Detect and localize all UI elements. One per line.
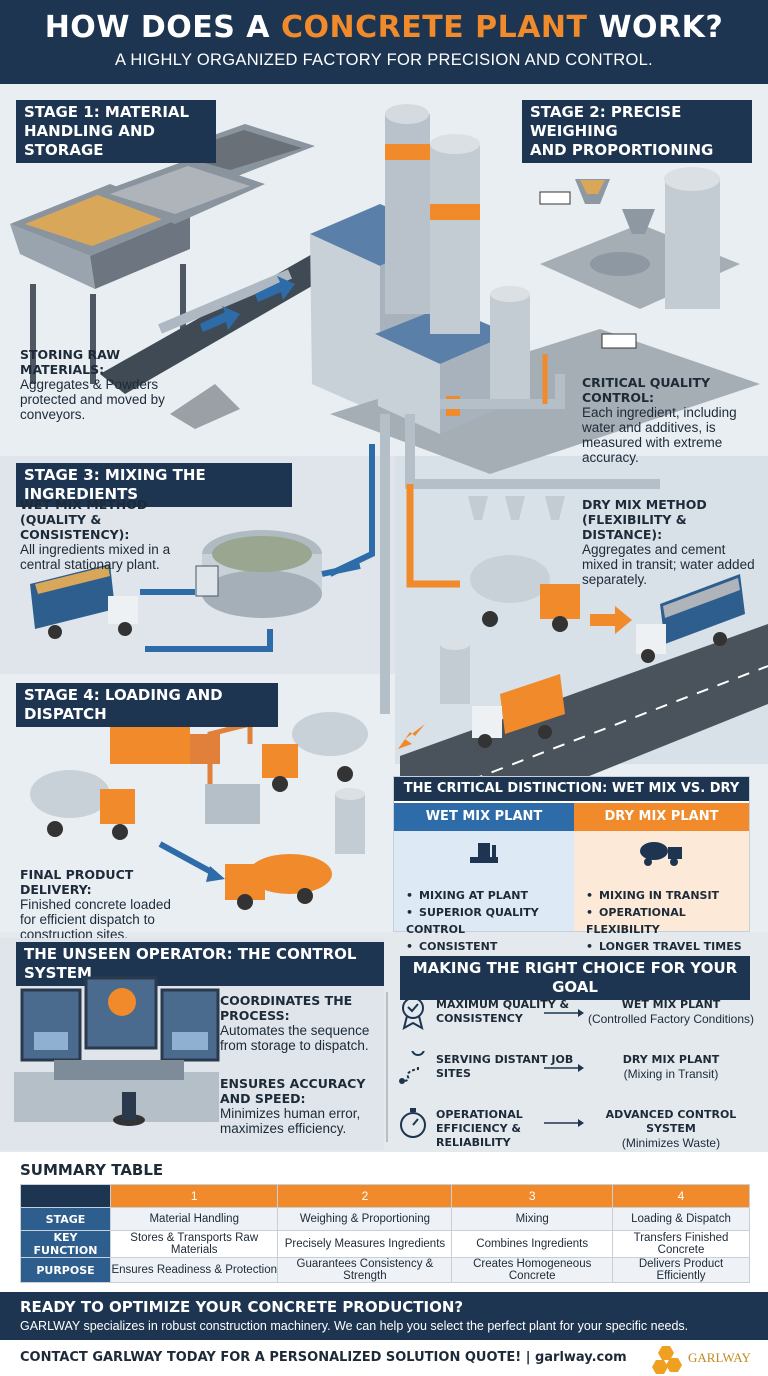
table-row: KEY FUNCTION Stores & Transports Raw Mat… bbox=[20, 1230, 750, 1258]
column-header: 2 bbox=[277, 1184, 453, 1208]
choice-row-efficiency: OPERATIONAL EFFICIENCY & RELIABILITY ADV… bbox=[398, 1106, 758, 1150]
mixer-truck-icon bbox=[640, 842, 682, 866]
dry-mix-header: DRY MIX PLANT bbox=[574, 803, 749, 831]
choice-goal: SERVING DISTANT JOB SITES bbox=[436, 1053, 574, 1080]
wet-mixer bbox=[195, 530, 322, 618]
header: HOW DOES A CONCRETE PLANT WORK? A HIGHLY… bbox=[0, 0, 768, 84]
control-room-illustration bbox=[14, 976, 220, 1126]
dump-truck-orange bbox=[472, 674, 565, 748]
award-icon bbox=[402, 997, 424, 1030]
dry-mix-hoppers bbox=[468, 496, 565, 520]
loading-trucks bbox=[30, 712, 368, 910]
arrow-icon bbox=[544, 1064, 584, 1072]
choice-row-distant: SERVING DISTANT JOB SITES DRY MIX PLANT(… bbox=[398, 1051, 758, 1095]
delivery-description: FINAL PRODUCT DELIVERY:Finished concrete… bbox=[20, 867, 171, 942]
stopwatch-icon bbox=[400, 1108, 426, 1138]
wet-vs-dry-comparison: THE CRITICAL DISTINCTION: WET MIX VS. DR… bbox=[393, 776, 750, 970]
column-header: 3 bbox=[451, 1184, 614, 1208]
gravel-pile bbox=[170, 384, 240, 429]
wet-point-1: MIXING AT PLANT bbox=[406, 887, 574, 904]
storing-description: STORING RAW MATERIALS:Aggregates & Powde… bbox=[20, 347, 165, 422]
arrow-icon bbox=[544, 1119, 584, 1127]
dry-mix-column: MIXING IN TRANSIT OPERATIONAL FLEXIBILIT… bbox=[574, 831, 749, 953]
column-header: 4 bbox=[612, 1184, 750, 1208]
choice-result: ADVANCED CONTROL SYSTEM(Minimizes Waste) bbox=[605, 1108, 737, 1150]
choice-goal: MAXIMUM QUALITY & CONSISTENCY bbox=[436, 998, 570, 1025]
arrow-icon bbox=[544, 1009, 584, 1017]
choice-result: DRY MIX PLANT(Mixing in Transit) bbox=[622, 1053, 720, 1081]
logo-hexagons-icon: GARLWAY bbox=[652, 1346, 751, 1374]
contact-bar bbox=[0, 1340, 768, 1376]
dry-point-3: LONGER TRAVEL TIMES bbox=[586, 938, 749, 955]
choice-row-quality: MAXIMUM QUALITY & CONSISTENCY WET MIX PL… bbox=[398, 996, 758, 1040]
table-row: PURPOSE Ensures Readiness & Protection G… bbox=[20, 1257, 750, 1283]
stage-3-label: STAGE 3: MIXING THE INGREDIENTS bbox=[16, 463, 292, 507]
mixer-plant-icon bbox=[470, 843, 498, 863]
road bbox=[400, 624, 768, 824]
page-subtitle: A HIGHLY ORGANIZED FACTORY FOR PRECISION… bbox=[115, 51, 653, 69]
dump-truck-road bbox=[636, 574, 745, 663]
quality-control-description: CRITICAL QUALITY CONTROL:Each ingredient… bbox=[582, 375, 737, 465]
control-system-title: THE UNSEEN OPERATOR: THE CONTROL SYSTEM bbox=[16, 942, 384, 986]
cta-banner: READY TO OPTIMIZE YOUR CONCRETE PRODUCTI… bbox=[0, 1292, 768, 1340]
divider bbox=[386, 992, 388, 1142]
dry-mix-description: DRY MIX METHOD (FLEXIBILITY & DISTANCE):… bbox=[582, 497, 755, 587]
dry-point-2: OPERATIONAL FLEXIBILITY bbox=[586, 904, 749, 938]
choice-result: WET MIX PLANT(Controlled Factory Conditi… bbox=[587, 998, 755, 1026]
summary-title: SUMMARY TABLE bbox=[20, 1161, 164, 1179]
comparison-title: THE CRITICAL DISTINCTION: WET MIX VS. DR… bbox=[394, 777, 749, 820]
cta-text: GARLWAY specializes in robust constructi… bbox=[20, 1319, 689, 1333]
choice-goal: OPERATIONAL EFFICIENCY & RELIABILITY bbox=[436, 1108, 523, 1149]
route-icon bbox=[399, 1051, 425, 1084]
contact-link[interactable]: CONTACT GARLWAY TODAY FOR A PERSONALIZED… bbox=[20, 1350, 627, 1365]
wet-mix-description: WET MIX METHOD (QUALITY & CONSISTENCY):A… bbox=[20, 497, 171, 572]
dump-truck-blue bbox=[30, 564, 138, 639]
summary-table: 1 2 3 4 STAGE Material Handling Weighing… bbox=[20, 1184, 750, 1283]
choice-title: MAKING THE RIGHT CHOICE FOR YOUR GOAL bbox=[400, 956, 750, 1000]
stage-4-label: STAGE 4: LOADING AND DISPATCH bbox=[16, 683, 278, 727]
garlway-logo: GARLWAY bbox=[652, 1342, 756, 1374]
wet-point-2: SUPERIOR QUALITY CONTROL bbox=[406, 904, 574, 938]
accuracy-description: ENSURES ACCURACY AND SPEED:Minimizes hum… bbox=[220, 1076, 366, 1136]
wet-mix-header: WET MIX PLANT bbox=[394, 803, 574, 831]
mixer-truck-orange bbox=[470, 555, 580, 632]
wet-mix-column: MIXING AT PLANT SUPERIOR QUALITY CONTROL… bbox=[394, 831, 574, 970]
cta-title: READY TO OPTIMIZE YOUR CONCRETE PRODUCTI… bbox=[20, 1298, 464, 1316]
table-row: STAGE Material Handling Weighing & Propo… bbox=[20, 1207, 750, 1231]
page-title: HOW DOES A CONCRETE PLANT WORK? bbox=[44, 10, 724, 45]
dry-point-1: MIXING IN TRANSIT bbox=[586, 887, 749, 904]
column-header: 1 bbox=[109, 1184, 279, 1208]
logo-text: GARLWAY bbox=[688, 1350, 751, 1365]
aggregate-hoppers bbox=[10, 124, 315, 384]
coordinates-description: COORDINATES THE PROCESS:Automates the se… bbox=[220, 993, 370, 1053]
weighing-station bbox=[539, 167, 740, 349]
